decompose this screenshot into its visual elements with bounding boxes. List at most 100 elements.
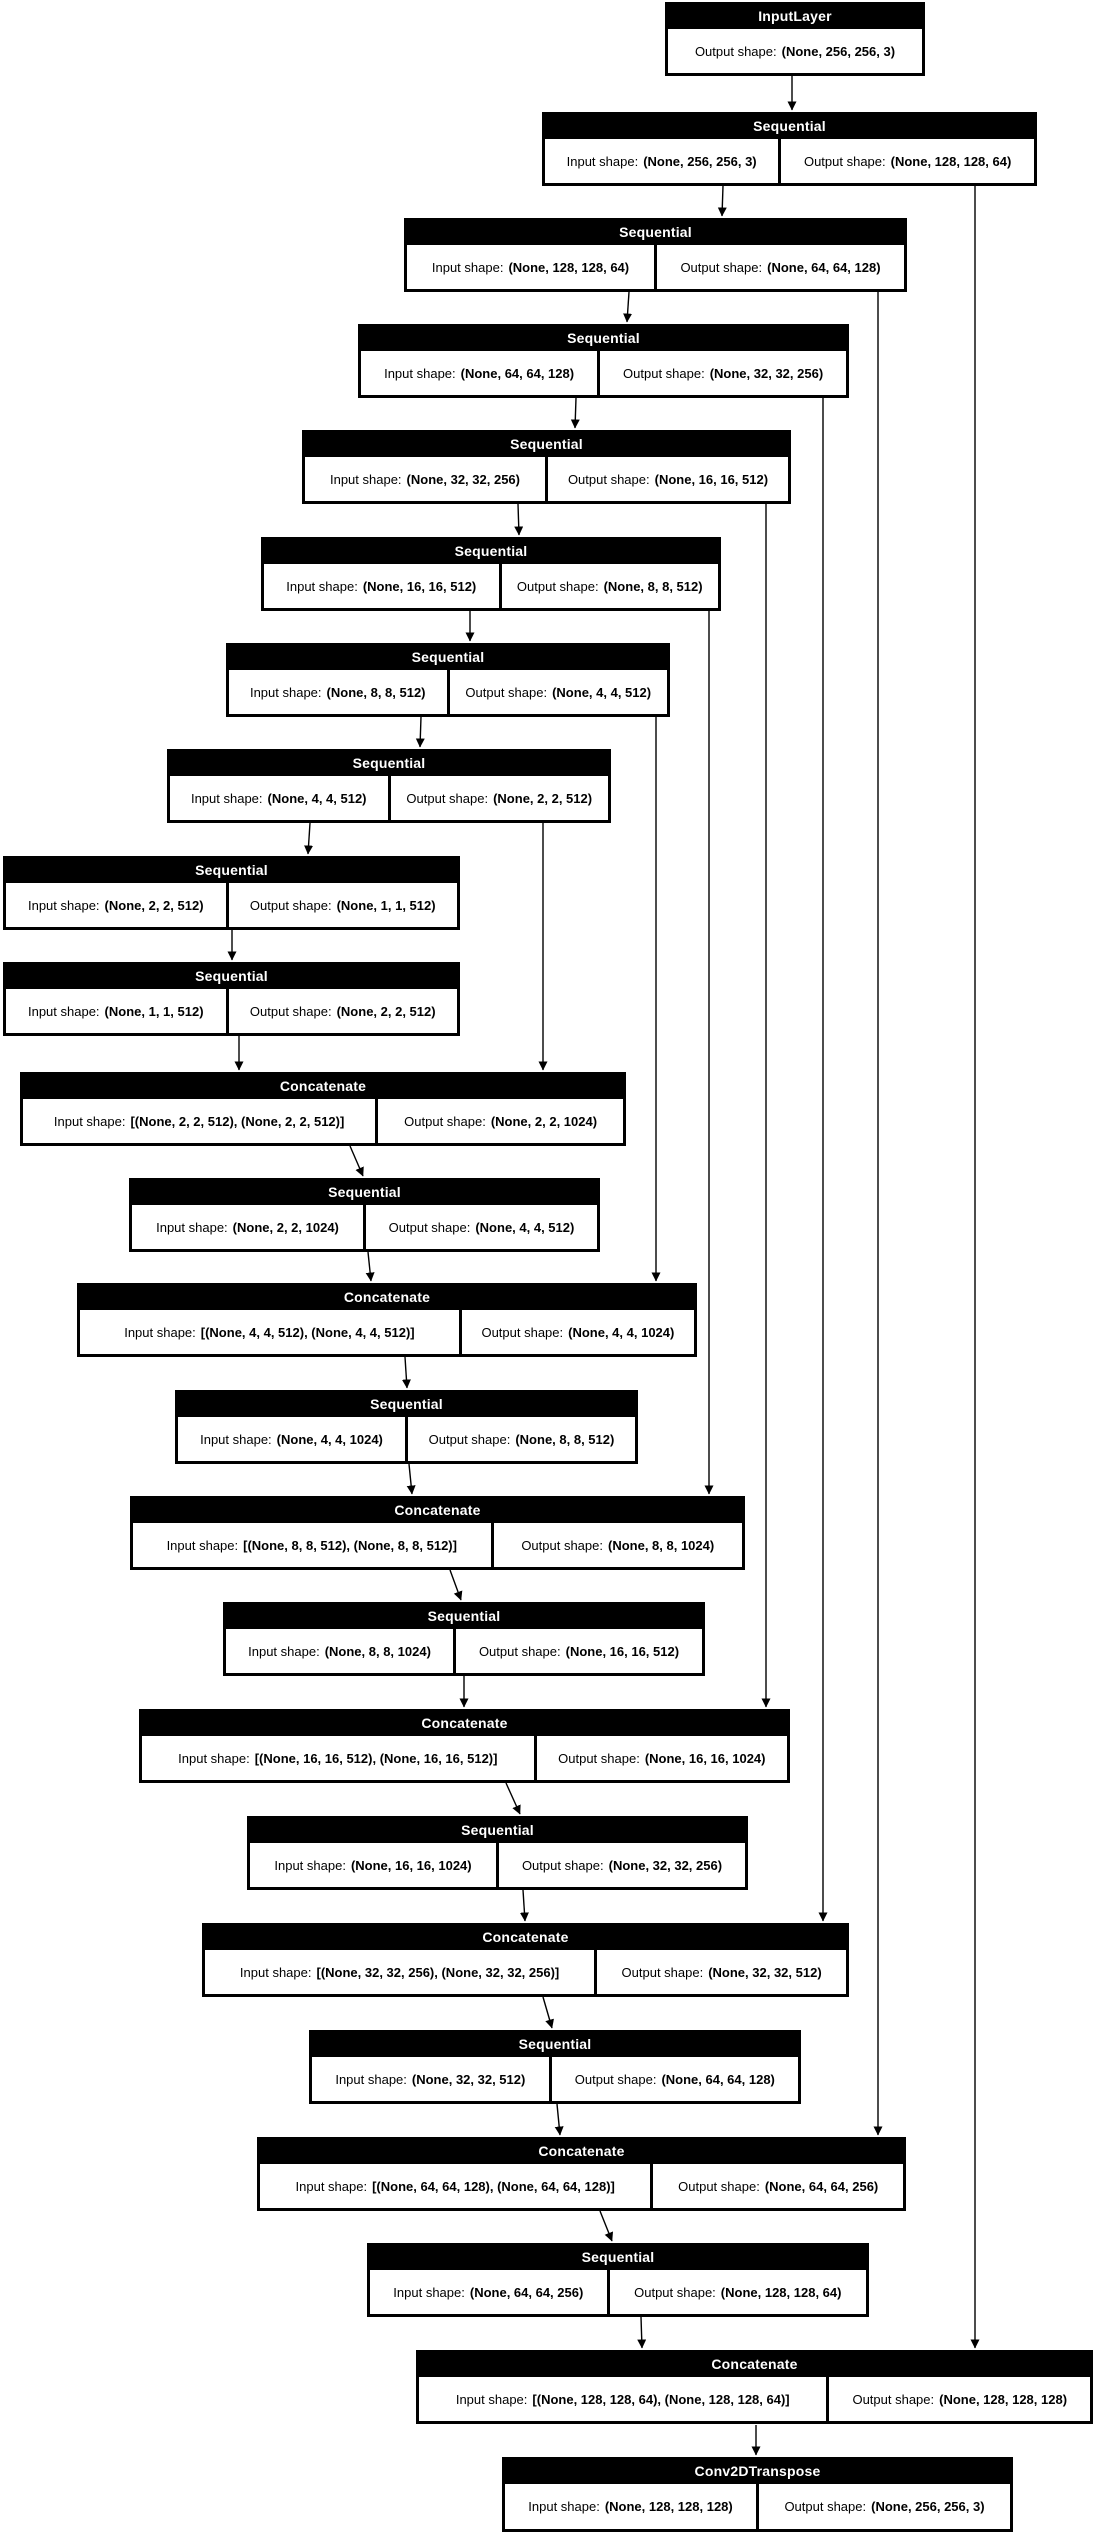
output-shape-cell: Output shape:(None, 256, 256, 3) xyxy=(759,2484,1010,2529)
shape-value: (None, 256, 256, 3) xyxy=(643,153,757,169)
shape-cells-row: Input shape:[(None, 32, 32, 256), (None,… xyxy=(203,1950,848,1996)
shape-label: Input shape: xyxy=(124,1324,196,1340)
shape-label: Output shape: xyxy=(558,1750,640,1766)
layer-type-title: Sequential xyxy=(510,436,583,452)
shape-value: (None, 16, 16, 512) xyxy=(362,578,477,594)
layer-type-title: Conv2DTranspose xyxy=(694,2463,821,2479)
layer-type-title: Sequential xyxy=(411,649,485,665)
shape-label: Input shape: xyxy=(239,1964,312,1980)
shape-value: (None, 256, 256, 3) xyxy=(871,2499,985,2514)
flow-edge xyxy=(637,2316,647,2349)
layer-type-title: Concatenate xyxy=(482,1929,569,1945)
shape-value: (None, 32, 32, 512) xyxy=(708,1964,822,1980)
output-shape-cell: Output shape:(None, 4, 4, 512) xyxy=(449,670,667,714)
flow-edge xyxy=(304,822,314,855)
flow-edge xyxy=(401,1356,411,1389)
layer-type-title: Concatenate xyxy=(279,1078,367,1094)
shape-label: Input shape: xyxy=(156,1219,228,1235)
output-shape-cell: Output shape:(None, 4, 4, 512) xyxy=(366,1205,597,1249)
flow-edge xyxy=(554,2103,564,2136)
flow-edge xyxy=(519,1889,529,1922)
shape-label: Input shape: xyxy=(200,1431,272,1447)
shape-value: (None, 128, 128, 128) xyxy=(939,2391,1068,2407)
layer-type-title: Sequential xyxy=(195,862,268,878)
shape-value: (None, 16, 16, 512) xyxy=(565,1643,680,1659)
shape-value: (None, 8, 8, 1024) xyxy=(607,1537,715,1553)
shape-label: Output shape: xyxy=(521,1857,604,1873)
output-shape-cell: Output shape:(None, 8, 8, 512) xyxy=(408,1417,635,1461)
flow-edge xyxy=(542,1996,554,2029)
input-shape-cell: Input shape:[(None, 128, 128, 64), (None… xyxy=(419,2377,827,2421)
shape-label: Output shape: xyxy=(678,2178,760,2194)
shape-cells-row: Input shape:(None, 32, 32, 512)Output sh… xyxy=(310,2057,800,2103)
shape-value: (None, 4, 4, 1024) xyxy=(276,1431,383,1447)
shape-cells-row: Input shape:[(None, 2, 2, 512), (None, 2… xyxy=(21,1099,625,1145)
output-shape-cell: Output shape:(None, 128, 128, 64) xyxy=(781,139,1034,183)
shape-cells-row: Input shape:(None, 8, 8, 512)Output shap… xyxy=(227,670,669,716)
layer-type-title: Sequential xyxy=(427,1608,501,1624)
shape-label: Output shape: xyxy=(680,259,763,275)
flow-edge xyxy=(623,291,633,323)
input-shape-cell: Input shape:(None, 1, 1, 512) xyxy=(6,989,226,1033)
flow-edge xyxy=(570,397,580,429)
flow-edge xyxy=(514,503,524,536)
shape-cells-row: Input shape:(None, 4, 4, 512)Output shap… xyxy=(168,776,610,822)
output-shape-cell: Output shape:(None, 64, 64, 256) xyxy=(653,2164,903,2208)
shape-value: (None, 128, 128, 64) xyxy=(508,259,630,275)
output-shape-cell: Output shape:(None, 128, 128, 64) xyxy=(609,2270,866,2314)
shape-label: Output shape: xyxy=(404,1113,486,1129)
output-shape-cell: Output shape:(None, 2, 2, 1024) xyxy=(378,1099,623,1143)
input-shape-cell: Input shape:(None, 2, 2, 512) xyxy=(6,883,226,927)
shape-value: [(None, 8, 8, 512), (None, 8, 8, 512)] xyxy=(243,1537,457,1553)
shape-label: Output shape: xyxy=(852,2391,935,2407)
shape-value: (None, 32, 32, 256) xyxy=(406,471,520,487)
shape-label: Input shape: xyxy=(190,790,263,806)
input-shape-cell: Input shape:(None, 128, 128, 64) xyxy=(407,245,654,289)
input-shape-cell: Input shape:(None, 32, 32, 512) xyxy=(312,2057,549,2101)
shape-label: Input shape: xyxy=(274,1857,346,1873)
output-shape-cell: Output shape:(None, 64, 64, 128) xyxy=(657,245,904,289)
shape-cells-row: Input shape:(None, 32, 32, 256)Output sh… xyxy=(303,457,790,503)
shape-cells-row: Input shape:(None, 128, 128, 128)Output … xyxy=(503,2484,1012,2531)
flow-edge xyxy=(717,185,727,217)
output-shape-cell: Output shape:(None, 32, 32, 256) xyxy=(600,351,846,395)
shape-value: (None, 4, 4, 512) xyxy=(475,1219,575,1235)
output-shape-cell: Output shape:(None, 16, 16, 512) xyxy=(548,457,788,501)
shape-label: Output shape: xyxy=(521,1537,603,1553)
output-shape-cell: Output shape:(None, 256, 256, 3) xyxy=(668,29,922,73)
shape-value: (None, 64, 64, 128) xyxy=(460,365,575,381)
shape-label: Output shape: xyxy=(803,153,886,169)
layer-type-title: Sequential xyxy=(352,755,426,771)
input-shape-cell: Input shape:[(None, 8, 8, 512), (None, 8… xyxy=(133,1523,491,1567)
shape-value: (None, 16, 16, 1024) xyxy=(350,1857,472,1873)
shape-label: Input shape: xyxy=(393,2284,465,2300)
shape-label: Input shape: xyxy=(431,259,504,275)
shape-value: [(None, 64, 64, 128), (None, 64, 64, 128… xyxy=(372,2178,615,2194)
output-shape-cell: Output shape:(None, 128, 128, 128) xyxy=(829,2377,1090,2421)
input-shape-cell: Input shape:(None, 8, 8, 512) xyxy=(229,670,447,714)
layer-type-title: Concatenate xyxy=(421,1715,508,1731)
input-shape-cell: Input shape:[(None, 64, 64, 128), (None,… xyxy=(260,2164,651,2208)
shape-value: (None, 128, 128, 64) xyxy=(720,2284,842,2300)
shape-label: Output shape: xyxy=(623,365,705,381)
input-shape-cell: Input shape:(None, 32, 32, 256) xyxy=(305,457,545,501)
shape-value: (None, 32, 32, 256) xyxy=(608,1857,723,1873)
layer-type-title: InputLayer xyxy=(758,8,832,24)
input-shape-cell: Input shape:(None, 16, 16, 1024) xyxy=(250,1843,496,1887)
input-shape-cell: Input shape:(None, 4, 4, 512) xyxy=(170,776,388,820)
shape-value: (None, 16, 16, 512) xyxy=(654,471,769,487)
shape-label: Output shape: xyxy=(478,1643,561,1659)
